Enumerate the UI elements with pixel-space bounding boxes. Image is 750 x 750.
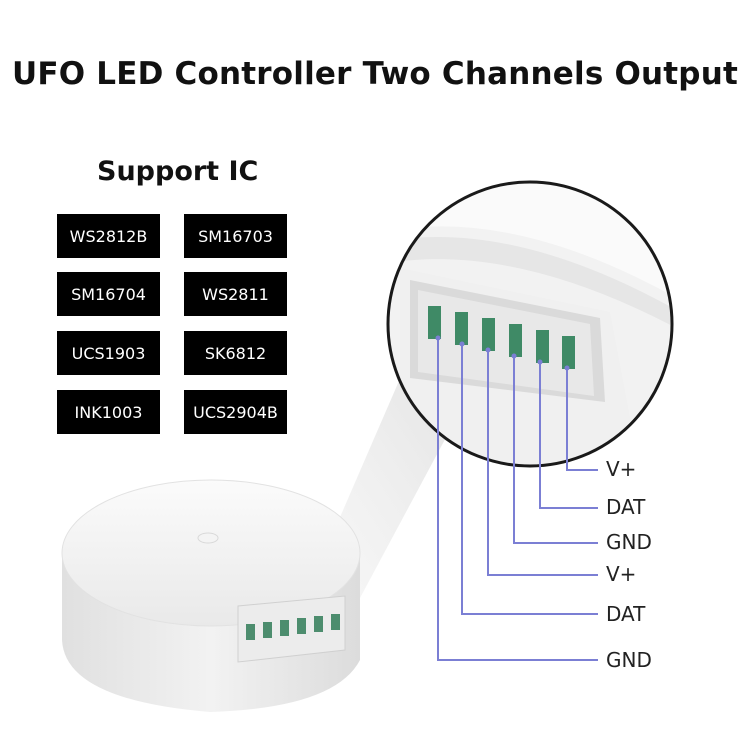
ic-badge: UCS1903	[57, 331, 160, 375]
ic-badge: WS2811	[184, 272, 287, 316]
terminal-slot	[314, 616, 323, 632]
support-ic-heading: Support IC	[97, 156, 259, 187]
terminal-slot	[263, 622, 272, 638]
ic-badge: INK1003	[57, 390, 160, 434]
button-icon	[197, 532, 219, 544]
magnifier-lens	[386, 180, 674, 468]
terminal-slot	[455, 312, 468, 345]
terminal-slot	[536, 330, 549, 363]
ic-badge: SM16703	[184, 214, 287, 258]
controller-device	[61, 479, 361, 712]
pin-label-gnd: GND	[606, 648, 652, 672]
pin-label-gnd: GND	[606, 530, 652, 554]
terminal-slot	[280, 620, 289, 636]
terminal-slot	[331, 614, 340, 630]
wire	[437, 338, 598, 661]
ic-badge: SM16704	[57, 272, 160, 316]
terminal-slot	[297, 618, 306, 634]
pin-label-v-plus: V+	[606, 562, 637, 586]
terminal-slot	[246, 624, 255, 640]
pin-label-v-plus: V+	[606, 457, 637, 481]
wire	[513, 356, 598, 544]
wire	[461, 344, 598, 615]
terminal-slot	[509, 324, 522, 357]
ic-badge: WS2812B	[57, 214, 160, 258]
ic-badge: SK6812	[184, 331, 287, 375]
pin-wires	[437, 338, 598, 661]
terminal-slot	[428, 306, 441, 339]
wire	[566, 368, 598, 471]
pin-label-dat: DAT	[606, 602, 646, 626]
wire	[487, 350, 598, 576]
page-title: UFO LED Controller Two Channels Output	[12, 56, 738, 92]
terminal-slot	[562, 336, 575, 369]
ic-badge: UCS2904B	[184, 390, 287, 434]
pin-label-dat: DAT	[606, 495, 646, 519]
wire	[539, 362, 598, 509]
terminal-slot	[482, 318, 495, 351]
